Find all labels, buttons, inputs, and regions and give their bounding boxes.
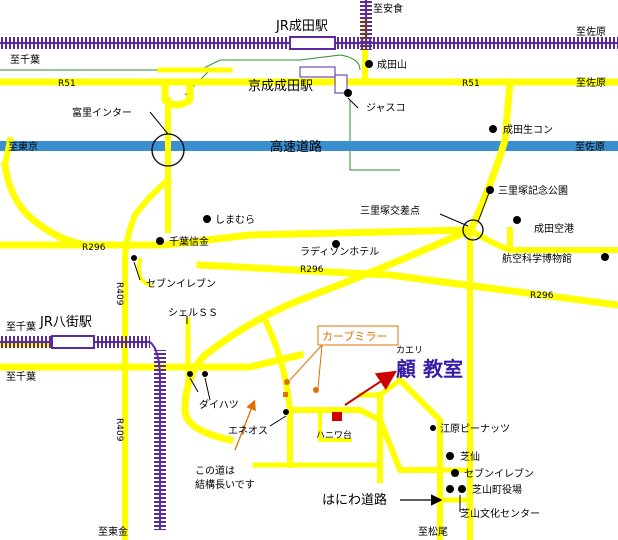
label-seven-2: セブンイレブン [464, 467, 534, 480]
eneos-dot-icon [283, 409, 289, 415]
label-r51-left: R51 [58, 79, 76, 89]
label-radisson: ラディソンホテル [300, 245, 379, 258]
label-note-line1: この道は [195, 464, 235, 477]
label-eneos: エネオス [228, 425, 268, 437]
label-curve-mirror: カーブミラー [322, 329, 387, 343]
note-arrow [234, 399, 256, 451]
curve-mirror-3-icon [283, 392, 288, 397]
label-kaeri: カエリ [396, 345, 423, 356]
label-r296-left: R296 [82, 243, 106, 253]
label-to-sawara-3: 至佐原 [575, 141, 605, 153]
label-haniwa-road: はにわ道路 [322, 492, 387, 508]
shell-dot-icon [187, 371, 193, 377]
stations [51, 36, 336, 349]
label-narita-seicon: 成田生コン [503, 123, 553, 136]
label-to-tokyo-1: 至東京 [8, 140, 38, 153]
label-expressway: 高速道路 [270, 139, 322, 155]
chiba-shinkin-dot-icon [156, 237, 164, 245]
label-ebara-peanuts: 江原ピーナッツ [440, 423, 510, 435]
shimamura-dot-icon [203, 215, 211, 223]
label-to-chiba-3: 至千葉 [6, 370, 36, 383]
label-r409-top: R409 [114, 282, 124, 306]
curve-mirror-label-box [317, 325, 399, 346]
narita-airport-dot-icon [513, 216, 521, 224]
curve-mirror-1-icon [284, 379, 290, 385]
seven-eleven-1-dot-icon [131, 255, 137, 261]
label-note-line2: 結構長いです [195, 478, 255, 491]
shibayama-office-dot2-icon [458, 485, 466, 493]
jr-narita-station-box [289, 36, 336, 50]
label-sanrizuka-crossing: 三里塚交差点 [360, 204, 420, 217]
label-shibayama-culture: 芝山文化センター [460, 507, 540, 520]
label-narita-san: 成田山 [377, 59, 407, 71]
radisson-dot-icon [332, 240, 340, 248]
sanrizuka-crossing-circle-icon [462, 219, 484, 241]
label-r409-bottom: R409 [114, 418, 124, 442]
label-sanrizuka-park: 三里塚記念公園 [498, 184, 568, 197]
label-jr-yachimata: JR八街駅 [39, 315, 92, 330]
label-shimamura: しまむら [215, 214, 255, 226]
label-tomisato-ic: 富里インター [72, 106, 132, 119]
daihatsu-dot-icon [202, 371, 208, 377]
shibayama-office-dot-icon [446, 485, 454, 493]
label-museum: 航空科学博物館 [502, 252, 572, 265]
expressway [0, 141, 618, 151]
label-r296-right: R296 [530, 291, 554, 301]
label-narita-airport: 成田空港 [534, 222, 574, 235]
label-to-chiba-2: 至千葉 [6, 320, 36, 333]
seven-eleven-2-dot-icon [451, 469, 459, 477]
label-keisei-narita: 京成成田駅 [248, 79, 313, 94]
keisei-narita-station-box [299, 66, 336, 78]
label-to-tokyo-2: 至東金 [98, 525, 128, 538]
label-to-sawara-1: 至佐原 [576, 26, 606, 38]
label-chiba-shinkin: 千葉信金 [169, 235, 209, 248]
label-to-chiba-1: 至千葉 [10, 53, 40, 66]
destination-red-square-icon [332, 412, 342, 421]
label-r51-right: R51 [462, 79, 480, 89]
label-r296-mid: R296 [300, 265, 324, 275]
label-jr-narita: JR成田駅 [275, 19, 328, 34]
jusco-dot-icon [344, 89, 352, 97]
landmark-dots [131, 60, 609, 493]
label-shibayama-office: 芝山町役場 [472, 483, 522, 496]
museum-dot-icon [601, 253, 609, 261]
labels: JR成田駅 至安食 至佐原 至千葉 成田山 R51 R51 京成成田駅 至佐原 … [6, 2, 606, 538]
shibasen-dot-icon [446, 452, 454, 460]
destination-arrow [344, 370, 398, 406]
narita-san-dot-icon [365, 60, 373, 68]
label-to-yasushiki: 至安食 [373, 2, 403, 15]
label-shell: シェルＳＳ [168, 308, 218, 319]
label-jusco: ジャスコ [366, 103, 406, 114]
label-to-sawara-2: 至佐原 [576, 77, 606, 89]
curve-mirror-group [283, 325, 399, 397]
ebara-dot-icon [430, 425, 436, 431]
label-to-matsuo: 至松尾 [418, 525, 448, 538]
pointer-lines [133, 97, 491, 427]
narita-seicon-dot-icon [489, 125, 497, 133]
label-seven-1: セブンイレブン [146, 277, 216, 290]
label-shibasen: 芝仙 [460, 450, 480, 463]
label-school-name: 顧 教室 [396, 357, 463, 381]
road-network [0, 17, 618, 540]
label-daihatsu: ダイハツ [199, 398, 239, 411]
jr-yachimata-station-box [51, 335, 95, 349]
curve-mirror-2-icon [313, 387, 319, 393]
label-haniwadai: ハニワ台 [316, 429, 352, 441]
